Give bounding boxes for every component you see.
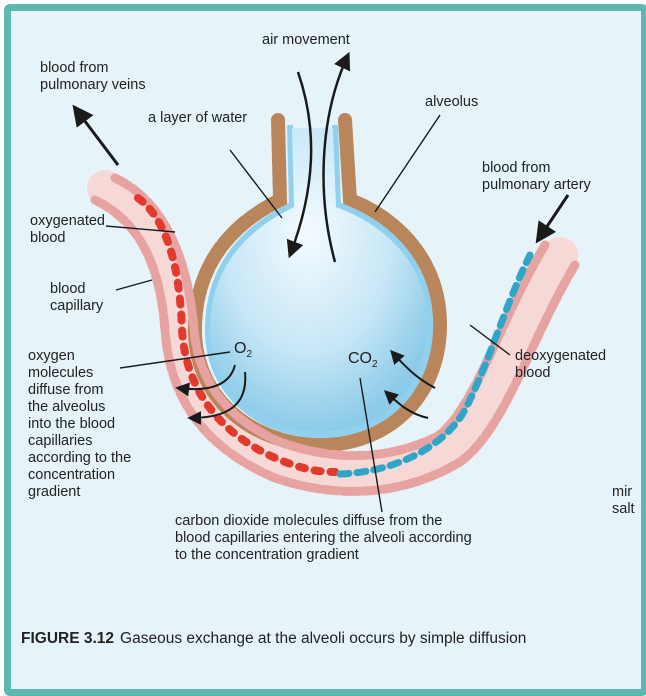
label-oxygen-diffuse: oxygen molecules diffuse from the alveol… — [28, 348, 131, 501]
label-blood-pulmonary-veins: blood from pulmonary veins — [40, 60, 146, 94]
o2-sub: 2 — [246, 349, 252, 360]
label-o2: O2 — [234, 340, 252, 363]
figure-caption: FIGURE 3.12 Gaseous exchange at the alveo… — [21, 628, 581, 650]
label-co2-diffuse: carbon dioxide molecules diffuse from th… — [175, 513, 472, 564]
pulmonary-artery-arrow — [538, 195, 568, 240]
label-blood-capillary: blood capillary — [50, 281, 103, 315]
alveolus-lumen — [210, 128, 427, 432]
o2-main: O — [234, 340, 246, 357]
co2-main: CO — [348, 350, 372, 367]
label-air-movement: air movement — [262, 32, 350, 49]
figure-number: FIGURE 3.12 — [21, 630, 114, 647]
co2-sub: 2 — [372, 359, 378, 370]
label-layer-of-water: a layer of water — [148, 110, 247, 127]
label-cut-text: mir salt — [612, 484, 635, 518]
label-oxygenated-blood: oxygenated blood — [30, 213, 105, 247]
leader-capillary — [116, 280, 152, 290]
label-blood-pulmonary-artery: blood from pulmonary artery — [482, 160, 591, 194]
leader-alveolus — [375, 115, 440, 212]
pulmonary-vein-arrow — [75, 108, 118, 165]
label-deoxygenated-blood: deoxygenated blood — [515, 348, 606, 382]
figure-caption-text: Gaseous exchange at the alveoli occurs b… — [120, 630, 526, 647]
label-co2: CO2 — [348, 350, 378, 373]
label-alveolus: alveolus — [425, 94, 478, 111]
